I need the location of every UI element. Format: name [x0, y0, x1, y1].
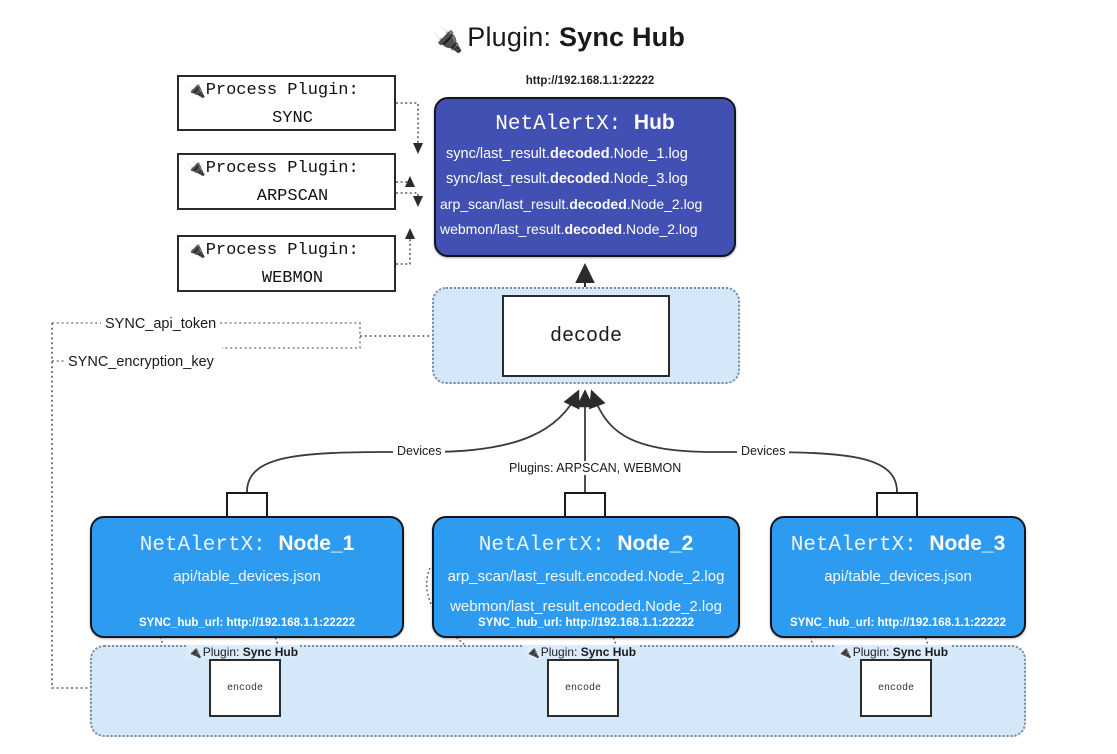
hub-log-line: arp_scan/last_result.decoded.Node_2.log: [440, 196, 703, 212]
plug-icon: 🔌: [187, 161, 206, 178]
encode-box[interactable]: encode: [860, 659, 932, 717]
sync-encryption-key-label: SYNC_encryption_key: [64, 354, 218, 370]
edge-label-plugins: Plugins: ARPSCAN, WEBMON: [505, 461, 686, 475]
plug-icon: 🔌: [838, 647, 852, 659]
edge-label-devices-right: Devices: [737, 444, 790, 458]
node-footer: SYNC_hub_url: http://192.168.1.1:22222: [789, 617, 1007, 629]
node-title: NetAlertX: Node_2: [478, 532, 694, 557]
hub-url-label: http://192.168.1.1:22222: [525, 75, 655, 87]
page-title-prefix: Plugin:: [467, 22, 559, 52]
node-box-node-3[interactable]: NetAlertX: Node_3 api/table_devices.json…: [770, 516, 1026, 638]
encoder-caption: 🔌Plugin: Sync Hub: [186, 645, 301, 659]
plug-icon: 🔌: [187, 82, 206, 100]
process-plugin-label: 🔌Process Plugin:: [187, 241, 359, 260]
encode-box[interactable]: encode: [547, 659, 619, 717]
encoder-caption: 🔌Plugin: Sync Hub: [836, 645, 951, 659]
process-plugin-box-sync[interactable]: 🔌Process Plugin: SYNC: [177, 75, 396, 131]
node-box-node-2[interactable]: NetAlertX: Node_2 arp_scan/last_result.e…: [432, 516, 740, 638]
edge-label-devices-left: Devices: [393, 444, 446, 458]
hub-log-line: sync/last_result.decoded.Node_3.log: [446, 171, 688, 187]
node-line: api/table_devices.json: [173, 568, 321, 585]
node-line: api/table_devices.json: [824, 568, 972, 585]
node-line: webmon/last_result.encoded.Node_2.log: [450, 598, 722, 615]
hub-log-line: webmon/last_result.decoded.Node_2.log: [440, 221, 698, 237]
encoder-caption: 🔌Plugin: Sync Hub: [524, 645, 639, 659]
sync-api-token-label: SYNC_api_token: [101, 316, 221, 332]
process-plugin-label: 🔌Process Plugin:: [187, 80, 359, 100]
node-box-node-1[interactable]: NetAlertX: Node_1 api/table_devices.json…: [90, 516, 404, 638]
page-title-name: Sync Hub: [558, 22, 686, 52]
plug-icon: 🔌: [431, 26, 464, 54]
node-line: arp_scan/last_result.encoded.Node_2.log: [447, 568, 725, 585]
process-plugin-name: SYNC: [272, 108, 313, 128]
plug-icon: 🔌: [188, 647, 202, 659]
hub-box[interactable]: NetAlertX: Hub sync/last_result.decoded.…: [434, 97, 736, 257]
node-title: NetAlertX: Node_1: [139, 532, 355, 557]
decode-box[interactable]: decode: [502, 295, 670, 377]
process-plugin-box-webmon[interactable]: 🔌Process Plugin: WEBMON: [177, 235, 396, 292]
plug-icon: 🔌: [187, 243, 206, 260]
page-title: 🔌Plugin: Sync Hub: [0, 16, 1117, 61]
process-plugin-name: ARPSCAN: [256, 187, 329, 206]
node-title: NetAlertX: Node_3: [790, 532, 1006, 557]
hub-title: NetAlertX: Hub: [495, 111, 675, 136]
node-footer: SYNC_hub_url: http://192.168.1.1:22222: [477, 617, 695, 629]
node-footer: SYNC_hub_url: http://192.168.1.1:22222: [138, 617, 356, 629]
process-plugin-box-arpscan[interactable]: 🔌Process Plugin: ARPSCAN: [177, 153, 396, 210]
process-plugin-label: 🔌Process Plugin:: [187, 159, 359, 178]
encode-box[interactable]: encode: [209, 659, 281, 717]
plug-icon: 🔌: [526, 647, 540, 659]
hub-log-line: sync/last_result.decoded.Node_1.log: [446, 146, 688, 162]
process-plugin-name: WEBMON: [261, 269, 324, 288]
